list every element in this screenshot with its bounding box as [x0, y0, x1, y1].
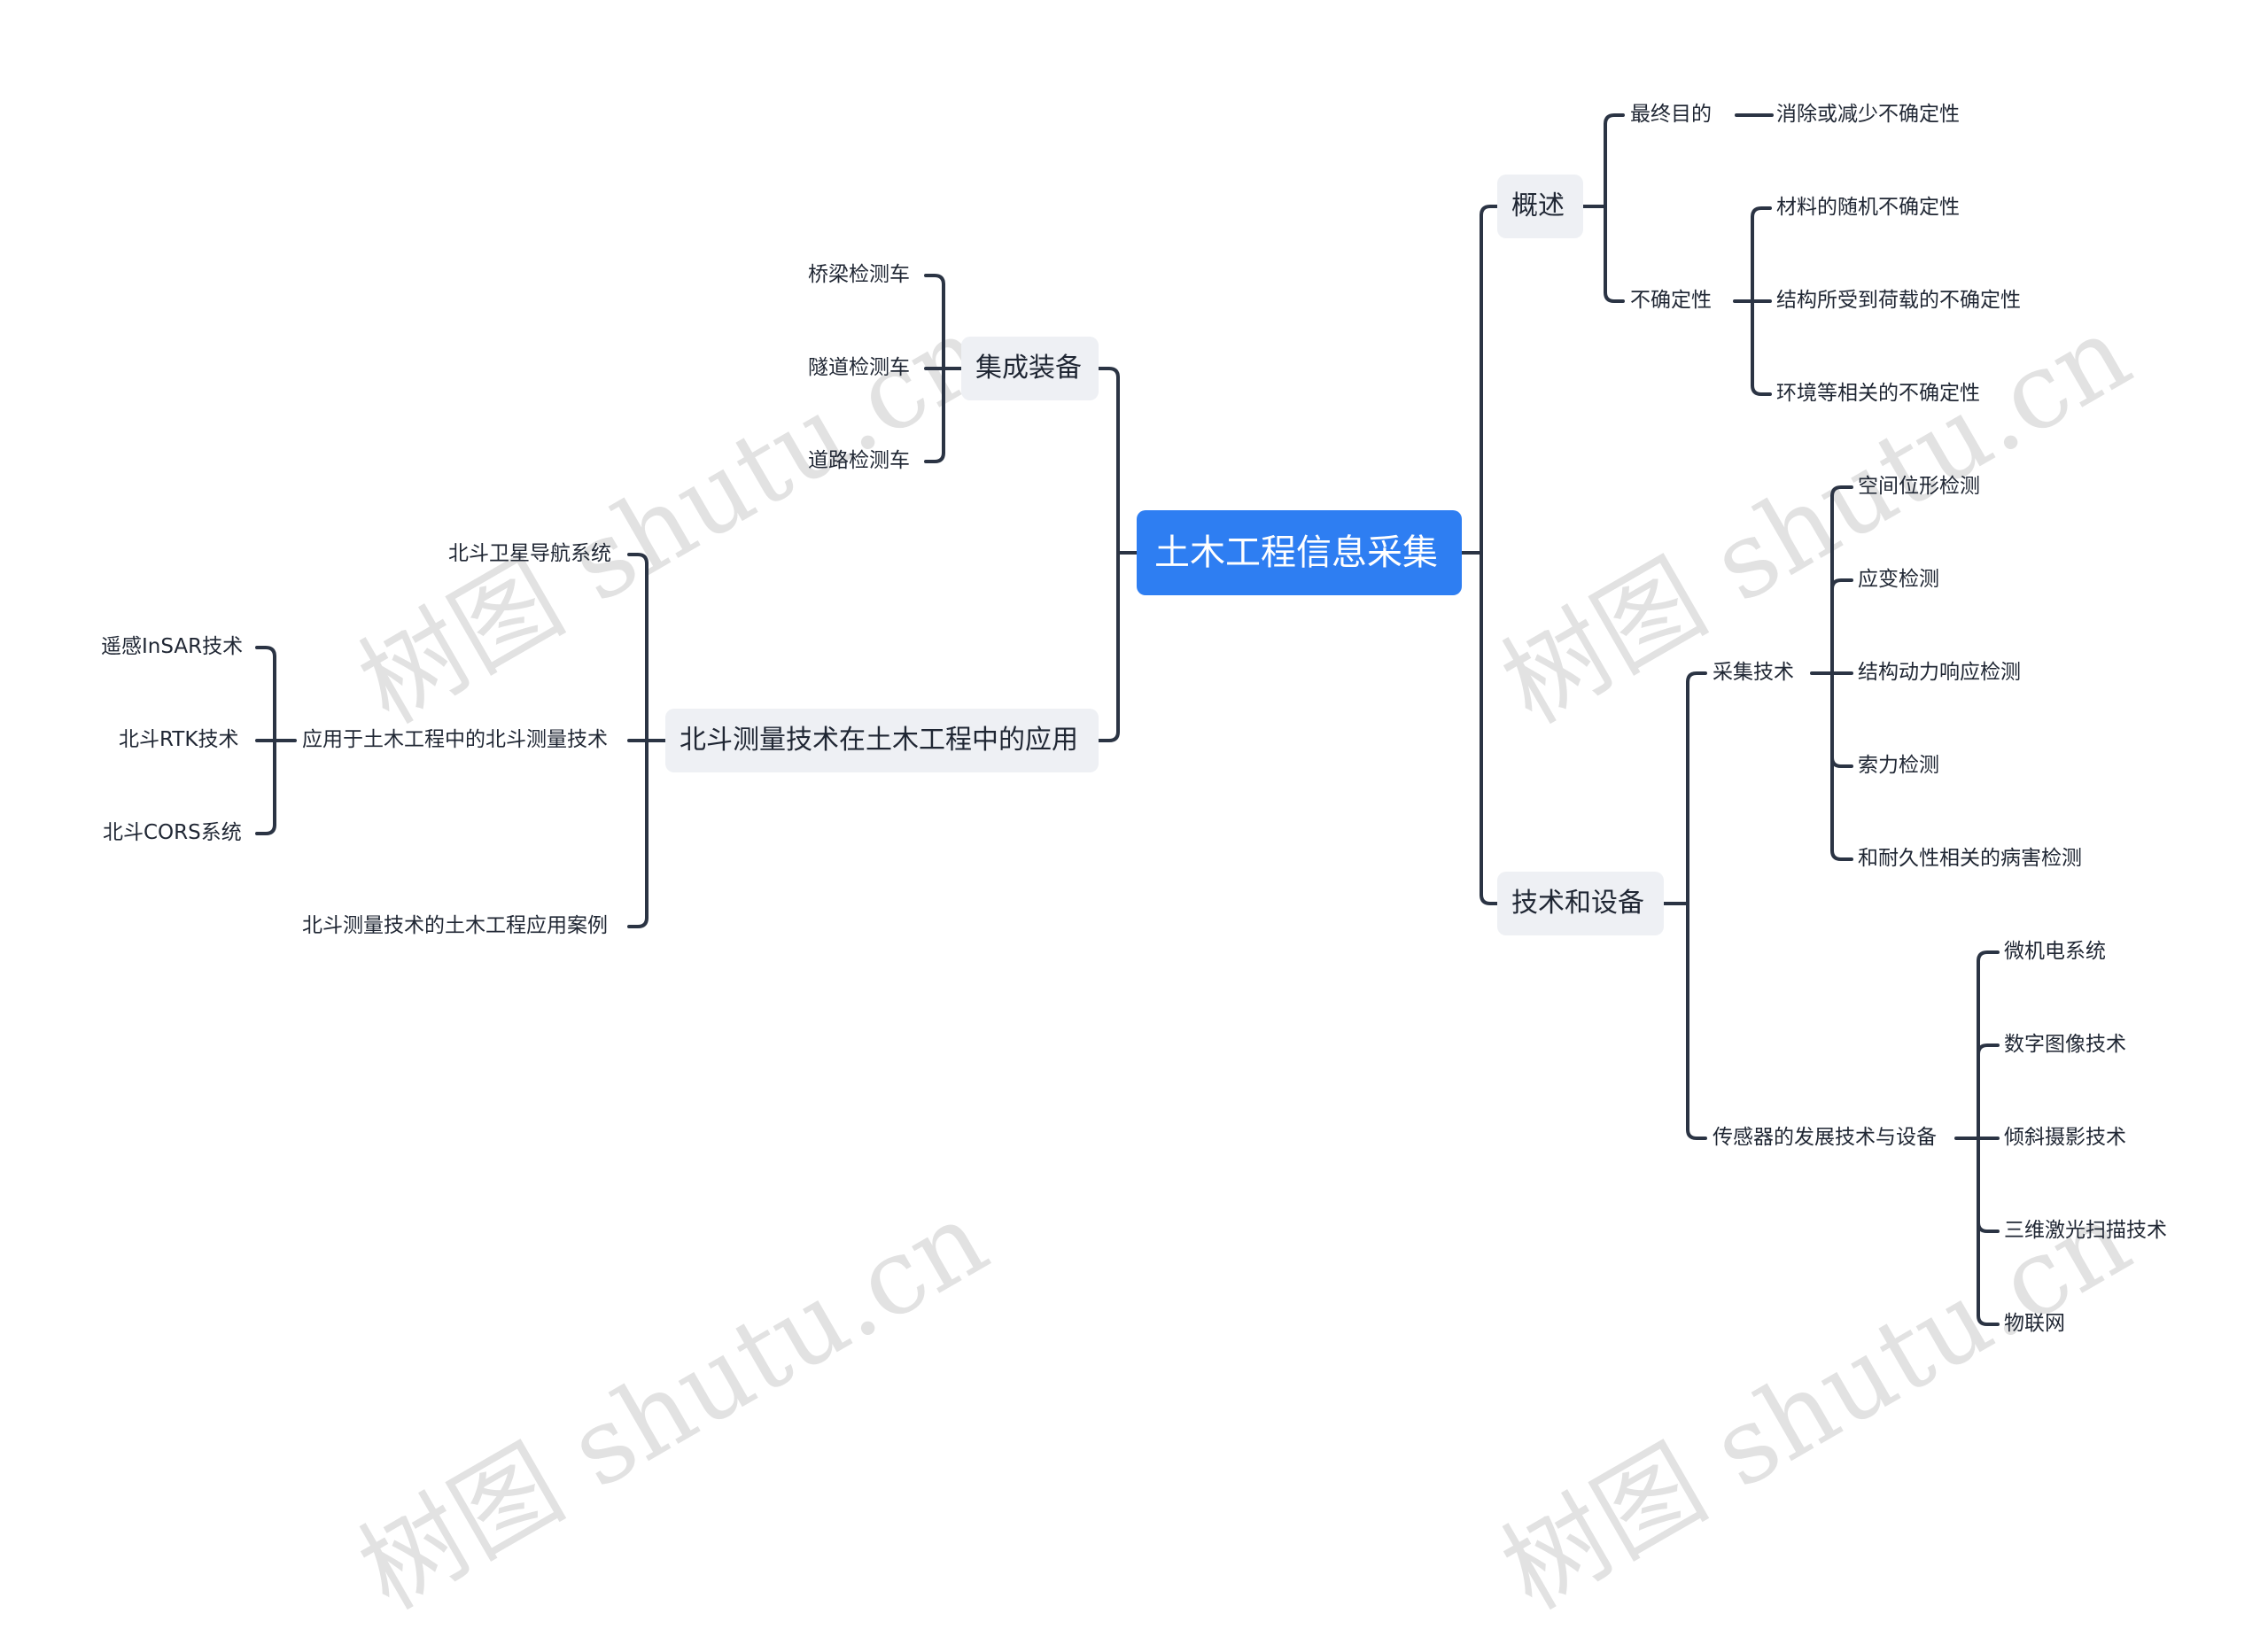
root-right-branch-1 — [1480, 893, 1499, 905]
equipment-branch-2 — [924, 451, 945, 463]
leaf-durability-damage-detection[interactable]: 和耐久性相关的病害检测 — [1858, 847, 2082, 870]
leaf-oblique-photography[interactable]: 倾斜摄影技术 — [2004, 1126, 2126, 1149]
collection-branch-0 — [1830, 485, 1853, 498]
root-left-branch-1 — [1097, 730, 1120, 742]
beidou-branch-0 — [627, 553, 649, 565]
beidou-surveying-branch-0 — [255, 646, 276, 658]
root-topic[interactable]: 土木工程信息采集 — [1137, 510, 1462, 595]
subtopic-final-goal[interactable]: 最终目的 — [1630, 103, 1712, 126]
leaf-dynamic-response-detection[interactable]: 结构动力响应检测 — [1858, 661, 2021, 684]
topic-integrated-equipment[interactable]: 集成装备 — [961, 337, 1099, 400]
root-right-branch-0 — [1480, 205, 1499, 217]
leaf-tunnel-inspection-vehicle[interactable]: 隧道检测车 — [808, 356, 910, 379]
collection-branch-1 — [1830, 578, 1853, 591]
leaf-bridge-inspection-vehicle[interactable]: 桥梁检测车 — [808, 263, 910, 286]
collection-branch-3 — [1830, 756, 1853, 768]
topic-overview[interactable]: 概述 — [1497, 175, 1583, 238]
tech-branch-0 — [1686, 671, 1707, 684]
root-left-branch-0 — [1097, 367, 1120, 379]
sensors-branch-3 — [1977, 1221, 2000, 1233]
leaf-mems[interactable]: 微机电系统 — [2004, 940, 2106, 963]
overview-branch-1 — [1604, 291, 1625, 303]
uncertainty-branch-0 — [1751, 206, 1772, 219]
leaf-spatial-shape-detection[interactable]: 空间位形检测 — [1858, 475, 1980, 498]
sensors-branch-4 — [1977, 1314, 2000, 1326]
leaf-beidou-rtk[interactable]: 北斗RTK技术 — [119, 728, 239, 751]
leaf-reduce-uncertainty[interactable]: 消除或减少不确定性 — [1776, 103, 1960, 126]
leaf-road-inspection-vehicle[interactable]: 道路检测车 — [808, 449, 910, 472]
leaf-beidou-cors[interactable]: 北斗CORS系统 — [103, 821, 242, 844]
subtopic-collection-tech[interactable]: 采集技术 — [1713, 661, 1794, 684]
leaf-environment-uncertainty[interactable]: 环境等相关的不确定性 — [1776, 382, 1980, 405]
collection-branch-4 — [1830, 849, 1853, 861]
equipment-branch-0 — [924, 274, 945, 286]
subtopic-uncertainty[interactable]: 不确定性 — [1630, 289, 1712, 312]
leaf-iot[interactable]: 物联网 — [2004, 1312, 2065, 1335]
connector-lines — [255, 113, 2000, 1326]
leaf-digital-image-tech[interactable]: 数字图像技术 — [2004, 1033, 2126, 1056]
leaf-3d-laser-scanning[interactable]: 三维激光扫描技术 — [2004, 1219, 2167, 1242]
uncertainty-branch-2 — [1751, 384, 1772, 396]
leaf-insar[interactable]: 遥感InSAR技术 — [101, 635, 244, 658]
leaf-material-uncertainty[interactable]: 材料的随机不确定性 — [1776, 196, 1960, 219]
subtopic-sensor-tech[interactable]: 传感器的发展技术与设备 — [1713, 1126, 1937, 1149]
beidou-surveying-branch-2 — [255, 823, 276, 835]
mind-map: 土木工程信息采集 集成装备 北斗测量技术在土木工程中的应用 桥梁检测车 隧道检测… — [101, 103, 2167, 1335]
tech-branch-1 — [1686, 1128, 1707, 1140]
overview-branch-0 — [1604, 113, 1625, 126]
leaf-strain-detection[interactable]: 应变检测 — [1858, 568, 1939, 591]
beidou-branch-2 — [627, 916, 649, 928]
sensors-branch-0 — [1977, 950, 2000, 963]
sensors-branch-1 — [1977, 1043, 2000, 1056]
leaf-load-uncertainty[interactable]: 结构所受到荷载的不确定性 — [1776, 289, 2021, 312]
leaf-beidou-navigation-system[interactable]: 北斗卫星导航系统 — [448, 542, 611, 565]
leaf-beidou-surveying-tech[interactable]: 应用于土木工程中的北斗测量技术 — [302, 728, 608, 751]
leaf-beidou-case-studies[interactable]: 北斗测量技术的土木工程应用案例 — [302, 914, 608, 937]
leaf-cable-force-detection[interactable]: 索力检测 — [1858, 754, 1939, 777]
topic-tech-equipment[interactable]: 技术和设备 — [1497, 872, 1664, 935]
topic-beidou-application[interactable]: 北斗测量技术在土木工程中的应用 — [665, 709, 1099, 772]
